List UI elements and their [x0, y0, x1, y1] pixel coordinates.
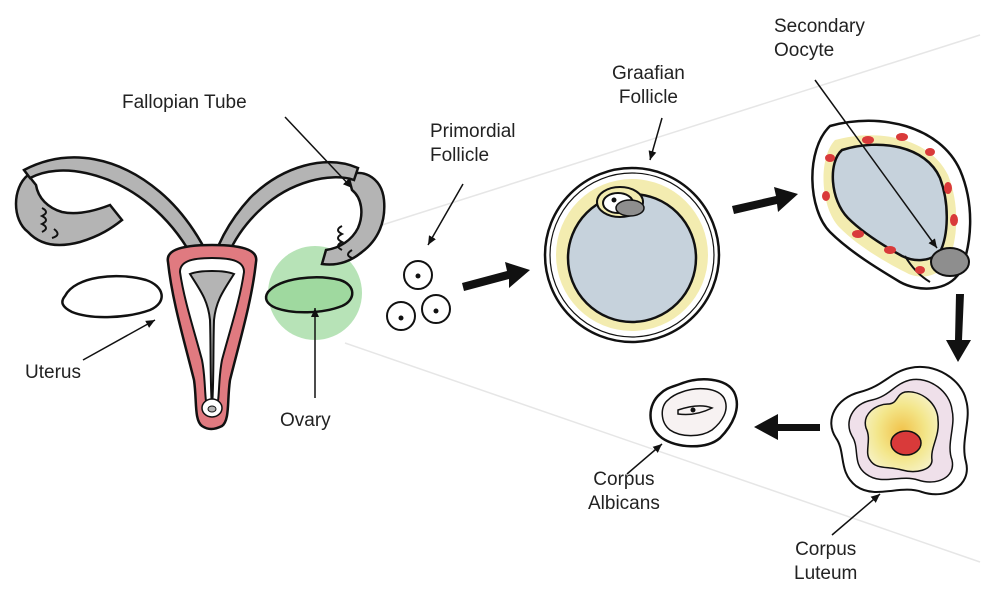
- label-albicans-line1: Corpus: [588, 468, 660, 492]
- label-corpus-albicans: Corpus Albicans: [588, 468, 660, 516]
- arrow-primordial-to-graafian: [462, 262, 530, 291]
- left-ovary: [62, 276, 161, 317]
- graafian-follicle: [545, 168, 719, 342]
- corpus-albicans: [651, 379, 737, 446]
- label-graafian-follicle: Graafian Follicle: [612, 62, 685, 110]
- label-primordial-line2: Follicle: [430, 144, 516, 168]
- label-secondary-line2: Oocyte: [774, 39, 865, 63]
- label-primordial-follicle: Primordial Follicle: [430, 120, 516, 168]
- label-primordial-line1: Primordial: [430, 120, 516, 144]
- cervix: [202, 399, 222, 417]
- ovulating-follicle: [812, 121, 970, 289]
- right-fimbria: [322, 173, 384, 265]
- label-luteum-line2: Luteum: [794, 562, 857, 586]
- arrow-ovulation-to-luteum: [946, 294, 971, 362]
- label-uterus: Uterus: [25, 361, 81, 385]
- leader-primordial-follicle: [428, 184, 463, 245]
- label-albicans-line2: Albicans: [588, 492, 660, 516]
- label-graafian-line2: Follicle: [612, 86, 685, 110]
- label-secondary-oocyte: Secondary Oocyte: [774, 15, 865, 63]
- leader-corpus-luteum: [832, 494, 880, 535]
- secondary-oocyte-cell: [931, 248, 969, 276]
- label-fallopian-tube: Fallopian Tube: [122, 91, 247, 115]
- reproductive-tract: [16, 157, 384, 429]
- label-corpus-luteum: Corpus Luteum: [794, 538, 857, 586]
- primordial-follicles: [387, 261, 450, 330]
- left-fimbria: [16, 175, 122, 245]
- label-secondary-line1: Secondary: [774, 15, 865, 39]
- label-luteum-line1: Corpus: [794, 538, 857, 562]
- luteum-blood-clot: [891, 431, 921, 455]
- label-ovary: Ovary: [280, 409, 331, 433]
- arrow-luteum-to-albicans: [754, 414, 820, 440]
- leader-uterus: [83, 320, 155, 360]
- corpus-luteum: [831, 367, 967, 494]
- arrow-graafian-to-ovulation: [732, 187, 798, 214]
- label-graafian-line1: Graafian: [612, 62, 685, 86]
